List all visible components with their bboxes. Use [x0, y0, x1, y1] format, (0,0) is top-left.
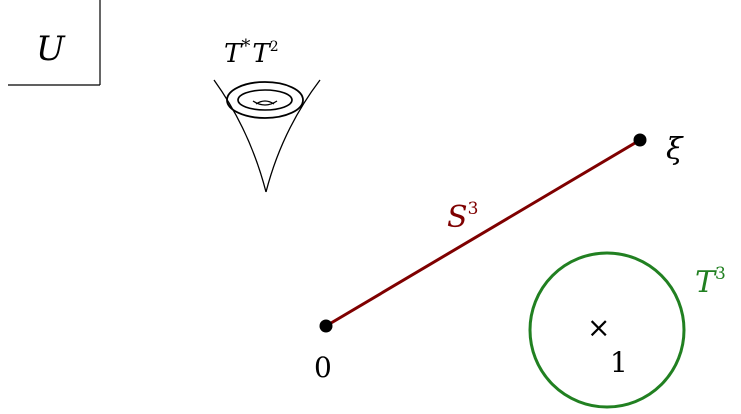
torus-label-base: T [695, 265, 717, 300]
cone-left-edge [213, 79, 267, 193]
cone-label-base1: T [224, 39, 243, 69]
segment-label-sup: 3 [468, 199, 479, 219]
segment-figure: 0 ξ S3 [314, 132, 684, 384]
segment-end-point [633, 133, 647, 147]
torus-center-label: 1 [610, 346, 628, 379]
torus-label-sup: 3 [715, 264, 726, 284]
torus-circle [528, 251, 686, 409]
torus-center-marker: × [587, 311, 610, 344]
cone-label-sup1: * [241, 36, 250, 57]
segment-label-base: S [447, 200, 468, 235]
torus-circle-figure: T3 × 1 [528, 251, 726, 409]
torus-label: T3 [695, 264, 726, 300]
segment-start-point [319, 319, 333, 333]
cone-right-edge [265, 79, 321, 193]
frame-corner: U [8, 0, 101, 86]
segment-start-label: 0 [314, 351, 332, 384]
torus-hole-upper [252, 100, 278, 106]
torus-inner-ring [237, 89, 293, 111]
torus-outer [226, 81, 304, 119]
cone-figure: T*T2 [213, 36, 321, 193]
segment-end-label: ξ [666, 132, 684, 167]
segment-line [325, 138, 641, 328]
frame-label: U [36, 29, 66, 69]
torus-hole-lower [255, 100, 275, 105]
segment-label: S3 [447, 199, 478, 235]
cone-label-sup2: 2 [270, 39, 279, 55]
cone-label-base2: T [252, 39, 271, 69]
cone-label: T*T2 [224, 36, 279, 69]
